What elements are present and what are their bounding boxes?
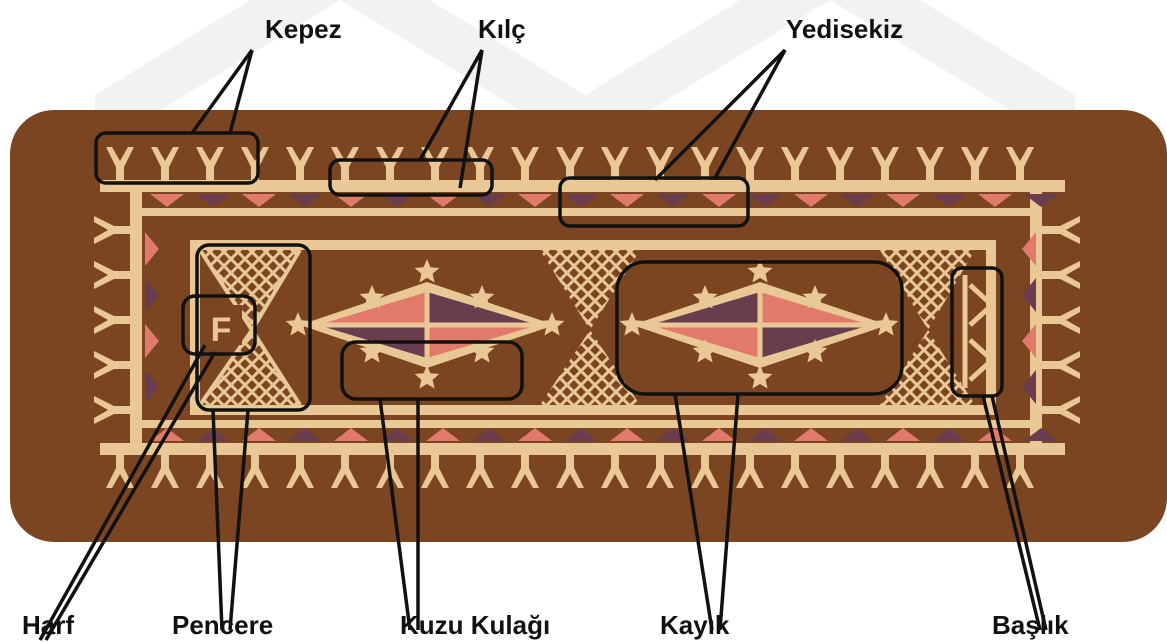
label-yedisekiz: Yedisekiz (786, 16, 903, 42)
label-harf: Harf (22, 612, 74, 638)
label-kayik: Kayık (660, 612, 729, 638)
harf-letter-motif: F (200, 305, 242, 349)
label-baslik: Başlık (992, 612, 1069, 638)
label-kepez: Kepez (265, 16, 342, 42)
label-kuzu-kulagi: Kuzu Kulağı (400, 612, 550, 638)
label-pencere: Pencere (172, 612, 273, 638)
label-kilc: Kılç (478, 16, 526, 42)
svg-text:F: F (211, 311, 232, 349)
